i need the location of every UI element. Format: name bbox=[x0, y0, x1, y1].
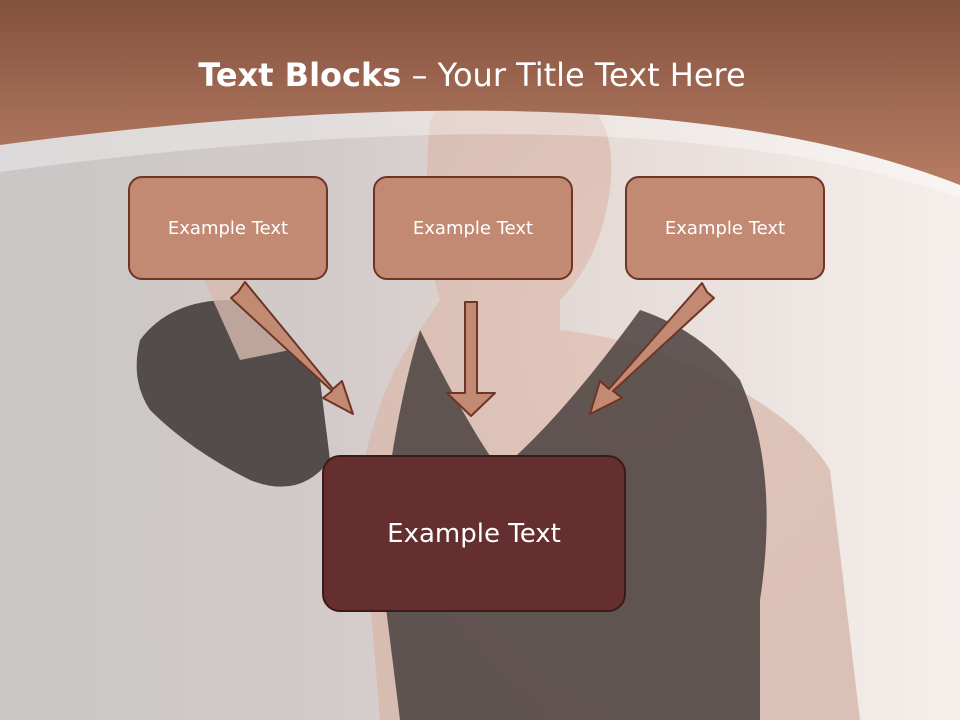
source-box-1-label: Example Text bbox=[167, 217, 289, 239]
title-bold: Text Blocks bbox=[198, 56, 402, 94]
title-rest: Your Title Text Here bbox=[437, 56, 746, 94]
source-box-3-label: Example Text bbox=[664, 217, 786, 239]
source-box-2: Example Text bbox=[373, 176, 573, 280]
target-box: Example Text bbox=[322, 455, 626, 612]
source-box-1: Example Text bbox=[128, 176, 328, 280]
arrow-left bbox=[230, 281, 354, 415]
arrow-middle bbox=[446, 301, 496, 417]
title-dash: – bbox=[411, 56, 428, 94]
source-box-3: Example Text bbox=[625, 176, 825, 280]
arrow-right bbox=[589, 282, 715, 415]
source-box-2-label: Example Text bbox=[412, 217, 534, 239]
target-box-label: Example Text bbox=[387, 518, 561, 549]
header-band bbox=[0, 0, 960, 198]
slide-title: Text Blocks – Your Title Text Here bbox=[0, 56, 944, 94]
